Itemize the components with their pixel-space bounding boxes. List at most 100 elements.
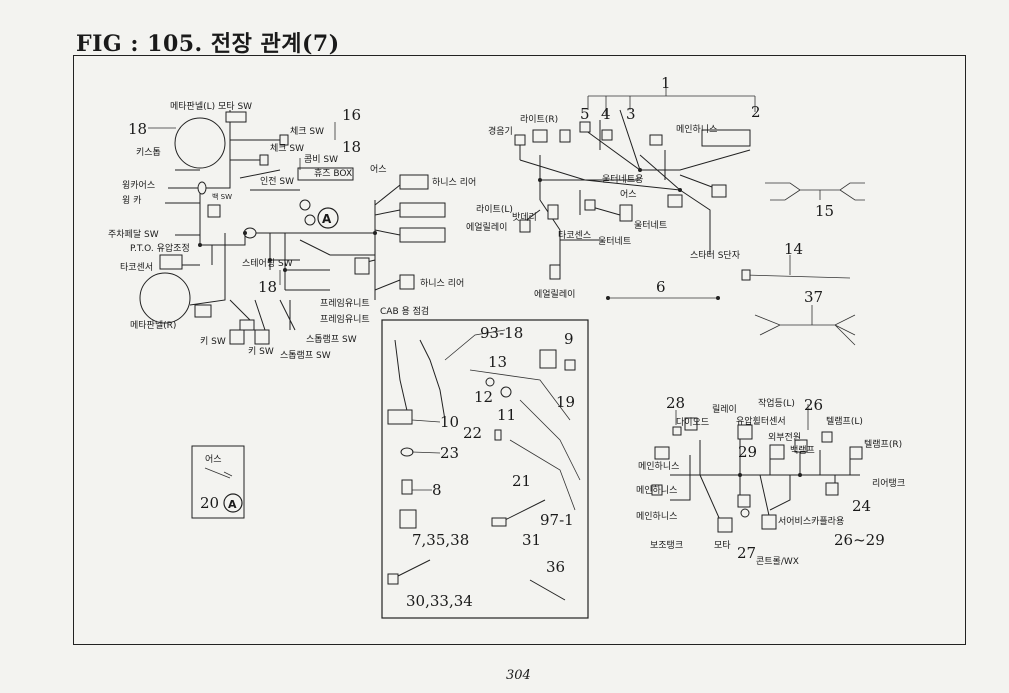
label-stop-lamp-sw-1: 스톱램프 SW [306, 333, 357, 345]
circle-a-label-box: A [228, 498, 237, 511]
num-22: 22 [463, 424, 482, 442]
num-23: 23 [440, 444, 459, 462]
num-28: 28 [666, 394, 685, 412]
label-meter-panel-r: 메타판넬(R) [130, 319, 176, 331]
num-16: 16 [342, 106, 361, 124]
num-4: 4 [601, 105, 611, 123]
label-tail-lamp-l: 텔램프(L) [826, 415, 863, 427]
label-combi-sw: 콤비 SW [304, 154, 338, 165]
page-number: 304 [506, 668, 531, 683]
num-24: 24 [852, 497, 871, 515]
cab-harness: 릴레이 작업등(L) 다이오드 유압휠터센서 텔램프(L) 외부전원 백램프 텔… [636, 394, 905, 567]
earth-box: 어스 20 A [191, 445, 245, 519]
label-battery: 밧데리 [512, 212, 537, 223]
label-oil-filter-sensor: 유압휠터센서 [736, 415, 786, 427]
label-work-light-l: 작업등(L) [758, 398, 795, 409]
label-alternator-2: 울터네트 [598, 236, 631, 247]
label-horn-sw: 백 SW [212, 192, 232, 201]
label-diode: 다이오드 [676, 417, 709, 428]
num-26: 26 [804, 396, 823, 414]
num-12: 12 [474, 388, 493, 406]
label-cab-check: CAB 용 점검 [380, 305, 429, 317]
label-relay: 릴레이 [712, 404, 737, 415]
label-stop-lamp-sw-2: 스톱램프 SW [280, 349, 331, 361]
label-starter-s: 스타터 S단자 [690, 250, 741, 261]
label-main-harness-2: 메인하니스 [636, 485, 677, 496]
label-outer-for-net: 울터네트용 [602, 174, 643, 185]
num-3: 3 [626, 105, 636, 123]
label-safety-sw: 인전 SW [260, 176, 294, 187]
num-7-35-38: 7,35,38 [412, 531, 469, 549]
label-winker: 윙 카 [122, 195, 141, 206]
num-37: 37 [804, 288, 823, 306]
label-light-r: 라이트(R) [520, 114, 558, 125]
num-11: 11 [497, 406, 516, 424]
label-fuse-box: 휴즈 BOX [314, 168, 352, 179]
num-5: 5 [580, 105, 590, 123]
label-aux-tank: 보조탱크 [650, 540, 683, 551]
label-control-wx: 콘트롤/WX [756, 556, 799, 567]
label-alternator-1: 울터네트 [634, 220, 667, 231]
label-harness-rear-2: 하니스 리어 [420, 278, 464, 289]
label-key-sw-1: 키 SW [200, 336, 226, 347]
diagram-frame [73, 55, 966, 645]
num-18-a: 18 [128, 120, 147, 138]
label-check-sw-1: 체크 SW [290, 126, 324, 137]
label-back-lamp: 백램프 [790, 444, 815, 456]
num-26-29: 26~29 [834, 531, 885, 549]
num-19: 19 [556, 393, 575, 411]
num-8: 8 [432, 481, 442, 499]
num-13: 13 [488, 353, 507, 371]
label-key-stop: 키스톱 [136, 147, 161, 158]
label-top-earth: 어스 [620, 189, 637, 200]
num-93-18: 93-18 [480, 324, 523, 342]
num-6: 6 [656, 278, 666, 296]
label-frame-unit-1: 프레임유니트 [320, 297, 370, 309]
left-harness: A 메타판넬(L) 모타 SW 체크 SW 체크 SW 콤비 SW 휴즈 BOX… [108, 100, 476, 361]
label-light-l: 라이트(L) [476, 204, 513, 215]
label-servo-kabra: 서어비스카플라용 [778, 516, 844, 527]
num-36: 36 [546, 558, 565, 576]
parts-box: 93-18 9 13 12 11 19 10 22 23 21 8 97-1 7… [381, 319, 589, 619]
label-main-harness: 메인하니스 [676, 124, 717, 135]
label-earth: 어스 [370, 164, 387, 175]
label-main-harness-3: 메인하니스 [636, 511, 677, 522]
label-earth-box: 어스 [205, 454, 222, 465]
label-air-relay-2: 에얼릴레이 [534, 289, 575, 300]
figure-title: FIG : 105. 전장 관계(7) [76, 31, 340, 57]
label-parking-pedal-sw: 주차페달 SW [108, 228, 159, 240]
label-alarm: 경음기 [488, 125, 513, 137]
num-10: 10 [440, 413, 459, 431]
num-30-33-34: 30,33,34 [406, 592, 473, 610]
label-tacho-sensor: 타코센서 [120, 262, 153, 273]
ground-a-symbol-left [317, 207, 339, 229]
num-1: 1 [661, 74, 671, 92]
num-97-1: 97-1 [540, 511, 574, 529]
num-15: 15 [815, 202, 834, 220]
label-key-sw-2: 키 SW [248, 346, 274, 357]
num-18-b: 18 [342, 138, 361, 156]
label-motor: 모타 [714, 540, 731, 551]
label-main-harness-1: 메인하니스 [638, 461, 679, 472]
label-harness-rear-1: 하니스 리어 [432, 177, 476, 188]
label-ext-power: 외부전원 [768, 431, 801, 443]
circle-a-label: A [322, 212, 332, 226]
label-pto-adjust: P.T.O. 유압조정 [130, 242, 190, 254]
label-air-relay-1: 에얼릴레이 [466, 222, 507, 233]
label-tail-lamp-r: 텔램프(R) [864, 438, 902, 450]
num-29: 29 [738, 443, 757, 461]
num-18-c: 18 [258, 278, 277, 296]
label-winker-earth: 윙카어스 [122, 180, 155, 191]
num-9: 9 [564, 330, 574, 348]
label-steering-sw: 스테어링 SW [242, 257, 293, 269]
label-frame-unit-2: 프레임유니트 [320, 313, 370, 325]
num-2: 2 [751, 103, 761, 121]
meter-panel-l-shape [174, 117, 226, 169]
label-check-sw-2: 체크 SW [270, 143, 304, 154]
top-right-harness: 라이트(R) 경음기 메인하니스 울터네트용 어스 라이트(L) 밧데리 에얼릴… [466, 74, 865, 346]
num-14: 14 [784, 240, 803, 258]
num-27: 27 [737, 544, 756, 562]
num-31: 31 [522, 531, 541, 549]
num-21: 21 [512, 472, 531, 490]
